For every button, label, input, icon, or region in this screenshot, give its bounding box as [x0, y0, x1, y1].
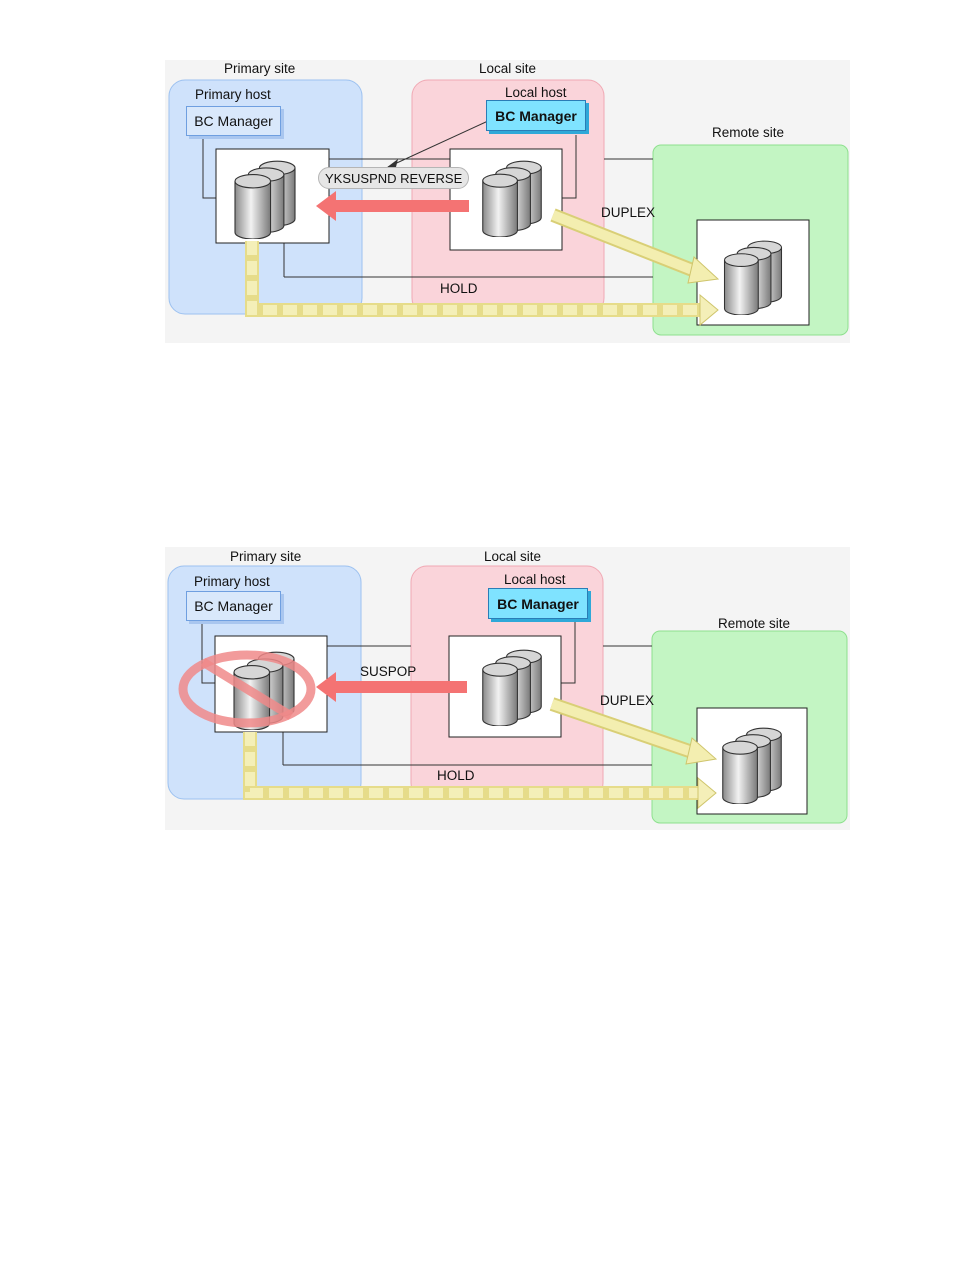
figure-yksuspnd-reverse: Primary site Local site Remote site Prim…: [0, 55, 954, 355]
remote-site-label: Remote site: [718, 616, 790, 632]
hold-label: HOLD: [437, 768, 475, 784]
bc-manager-primary: BC Manager: [186, 591, 281, 621]
command-label: YKSUSPND REVERSE: [318, 167, 469, 189]
reverse-copy-arrow: [334, 200, 469, 212]
primary-host-label: Primary host: [194, 574, 270, 590]
local-host-label: Local host: [504, 572, 566, 588]
bc-manager-local: BC Manager: [486, 100, 586, 131]
remote-site-label: Remote site: [712, 125, 784, 141]
hold-label: HOLD: [440, 281, 478, 297]
primary-site-label: Primary site: [224, 61, 295, 77]
local-site-label: Local site: [479, 61, 536, 77]
local-host-label: Local host: [505, 85, 567, 101]
bc-manager-primary: BC Manager: [186, 106, 281, 136]
primary-host-label: Primary host: [195, 87, 271, 103]
primary-site-label: Primary site: [230, 549, 301, 565]
local-site-label: Local site: [484, 549, 541, 565]
duplex-label: DUPLEX: [601, 205, 655, 221]
duplex-label: DUPLEX: [600, 693, 654, 709]
figure-suspop: Primary site Local site Remote site Prim…: [0, 542, 954, 842]
bc-manager-local: BC Manager: [488, 588, 588, 619]
reverse-copy-arrow: [334, 681, 467, 693]
state-label: SUSPOP: [360, 664, 416, 680]
